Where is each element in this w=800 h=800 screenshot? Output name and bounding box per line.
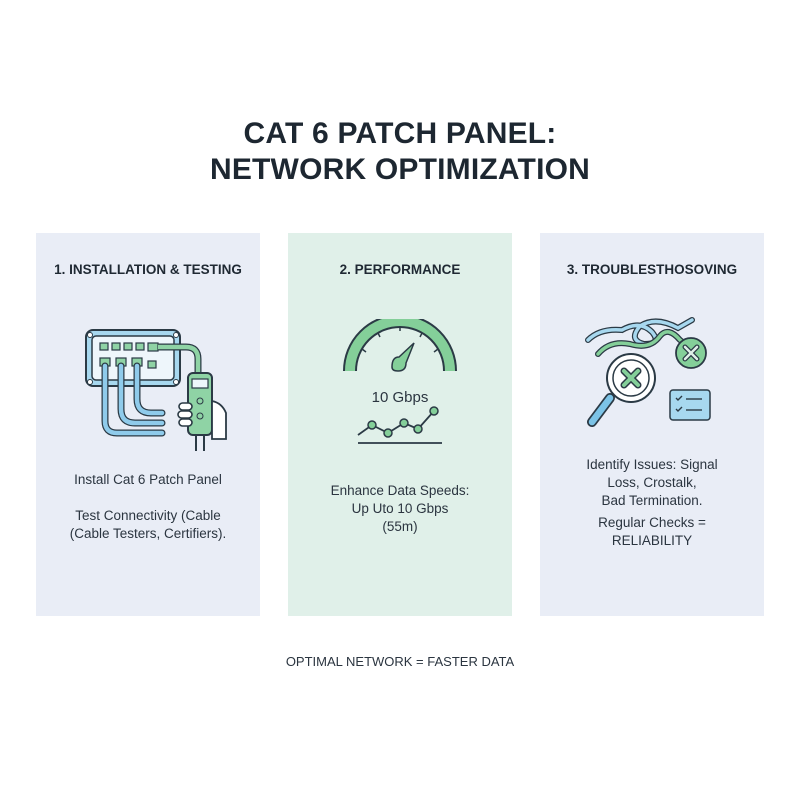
title-line-1: CAT 6 PATCH PANEL: [243,117,557,150]
magnifier-tangled-cable-icon [540,310,764,445]
panel-description: Enhance Data Speeds: Up Uto 10 Gbps (55m… [330,483,470,534]
panel-installation-testing: 1. INSTALLATION & TESTING [36,233,260,616]
panel-troubleshooting: 3. TROUBLESTHOSOVING [540,233,764,616]
panel-heading: 1. INSTALLATION & TESTING [54,262,242,277]
patch-panel-tester-icon [36,313,260,463]
panel-description: Install Cat 6 Patch Panel Test Connectiv… [69,472,227,541]
trend-line-icon [288,399,512,454]
page-title: CAT 6 PATCH PANEL: NETWORK OPTIMIZATION [0,116,800,188]
speedometer-gauge-icon [288,314,512,454]
gauge-speed-label: 10 Gbps [371,389,429,406]
panel-heading: 2. PERFORMANCE [339,262,461,277]
panel-heading: 3. TROUBLESTHOSOVING [566,262,738,277]
title-line-2: NETWORK OPTIMIZATION [209,153,591,186]
panel-performance: 2. PERFORMANCE 10 Gbps [288,233,512,616]
panel-description: Identify Issues: Signal Loss, Crostalk, … [586,457,718,548]
footer-tagline: OPTIMAL NETWORK = FASTER DATA [285,654,515,669]
